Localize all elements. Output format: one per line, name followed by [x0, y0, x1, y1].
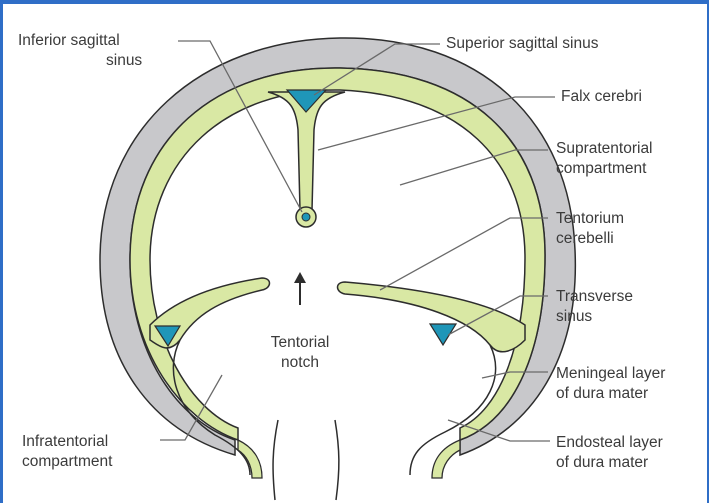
- label-line: Falx cerebri: [561, 87, 642, 107]
- label-transverse-sinus: Transverse sinus: [556, 287, 633, 327]
- label-line: Meningeal layer: [556, 364, 665, 384]
- label-line: of dura mater: [556, 384, 665, 404]
- label-line: Supratentorial: [556, 139, 653, 159]
- label-line: Tentorial: [254, 333, 346, 353]
- label-line: Superior sagittal sinus: [446, 34, 599, 54]
- label-line: Tentorium: [556, 209, 624, 229]
- label-endosteal-layer: Endosteal layer of dura mater: [556, 433, 663, 473]
- label-line: Inferior sagittal: [18, 31, 142, 51]
- label-superior-sagittal-sinus: Superior sagittal sinus: [446, 34, 599, 54]
- transverse-sinus-right-shape: [430, 324, 456, 345]
- label-tentorial-notch: Tentorial notch: [254, 333, 346, 373]
- dura-tail-right: [432, 440, 460, 478]
- label-falx-cerebri: Falx cerebri: [561, 87, 642, 107]
- label-line: compartment: [556, 159, 653, 179]
- label-meningeal-layer: Meningeal layer of dura mater: [556, 364, 665, 404]
- label-line: Endosteal layer: [556, 433, 663, 453]
- label-line: compartment: [22, 452, 112, 472]
- dura-ring: [130, 68, 545, 440]
- inferior-sagittal-sinus-shape: [302, 213, 310, 221]
- label-line: Transverse: [556, 287, 633, 307]
- tentorium-right: [338, 282, 526, 352]
- label-line: of dura mater: [556, 453, 663, 473]
- posterior-fossa-left: [173, 340, 250, 475]
- label-supratentorial-compartment: Supratentorial compartment: [556, 139, 653, 179]
- label-line: sinus: [556, 307, 633, 327]
- label-inferior-sagittal-sinus: Inferior sagittal sinus: [18, 31, 142, 71]
- label-line: Infratentorial: [22, 432, 112, 452]
- label-line: sinus: [18, 51, 142, 71]
- label-line: notch: [254, 353, 346, 373]
- label-line: cerebelli: [556, 229, 624, 249]
- label-infratentorial-compartment: Infratentorial compartment: [22, 432, 112, 472]
- arrow-head: [294, 272, 306, 283]
- label-tentorium-cerebelli: Tentorium cerebelli: [556, 209, 624, 249]
- foramen-line-right: [335, 420, 339, 500]
- foramen-line-left: [273, 420, 278, 500]
